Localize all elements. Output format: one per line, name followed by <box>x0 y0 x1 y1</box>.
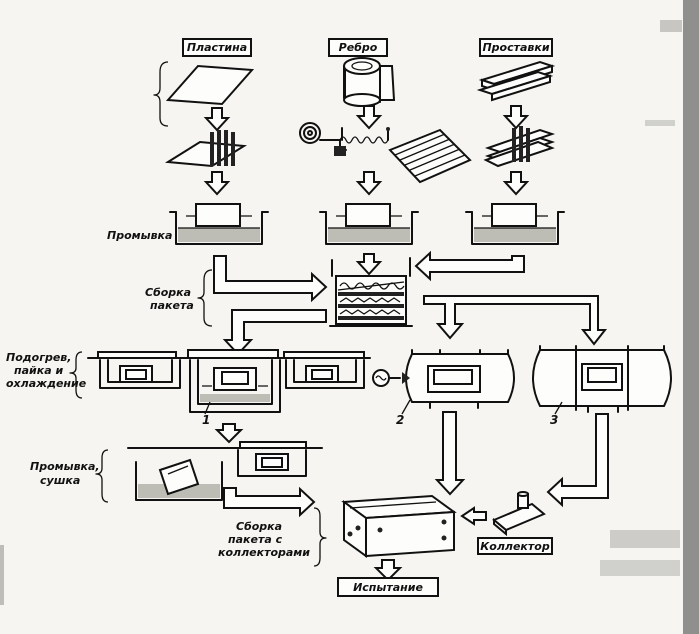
svg-text:Подогрев,: Подогрев, <box>6 351 71 364</box>
arrow-to-vacuum-furnaces <box>423 295 608 346</box>
arrow-furnace2-down <box>434 411 466 496</box>
svg-text:пакета: пакета <box>150 299 194 312</box>
preheat-furnace <box>97 351 181 389</box>
label-fin: Ребро <box>328 38 388 57</box>
plate-sheet-icon <box>165 64 255 106</box>
arrow-to-testing <box>373 559 403 582</box>
svg-text:Проставки: Проставки <box>482 41 549 54</box>
arrow-to-assembly-top <box>355 253 383 276</box>
label-heating: Подогрев, пайка и охлаждение <box>6 351 87 390</box>
arrow-to-final-assembly <box>223 486 316 518</box>
svg-text:Ребро: Ребро <box>339 41 378 54</box>
arrow-to-assembly-left <box>213 255 328 303</box>
arrows-down-row2 <box>203 171 530 196</box>
label-number-3: 3 <box>550 413 558 427</box>
svg-text:Сборка: Сборка <box>236 520 282 533</box>
collector-icon <box>492 491 546 537</box>
arrow-to-furnace-1 <box>222 309 327 356</box>
label-collector: Коллектор <box>477 537 553 555</box>
svg-text:Сборка: Сборка <box>145 286 191 299</box>
arrows-down-row1 <box>203 105 530 132</box>
label-spacers: Проставки <box>479 38 553 57</box>
svg-text:коллекторами: коллекторами <box>218 546 310 559</box>
leader-line-1 <box>204 401 211 415</box>
vacuum-furnace-3 <box>532 345 672 413</box>
washing-tank-final <box>135 458 223 501</box>
fin-roll-icon <box>343 57 396 107</box>
arrow-furnace3-to-collector <box>546 413 609 508</box>
fin-forming-icon <box>299 122 390 156</box>
svg-text:Промывка,: Промывка, <box>30 460 100 473</box>
washing-tank-2 <box>319 203 419 245</box>
drying-chamber <box>237 441 307 477</box>
label-number-1: 1 <box>202 413 210 427</box>
plate-cutter-icon <box>164 130 248 168</box>
svg-text:пакета с: пакета с <box>228 533 283 546</box>
svg-text:Испытание: Испытание <box>353 581 423 594</box>
label-number-2: 2 <box>396 413 404 427</box>
spacer-bars-icon <box>476 60 556 102</box>
arrow-collector-to-box <box>460 506 487 526</box>
label-washing-drying: Промывка, сушка <box>30 460 100 487</box>
arrow-to-assembly-right <box>414 250 525 282</box>
label-washing: Промывка <box>107 229 172 242</box>
cooling-furnace <box>283 351 365 389</box>
brace-heating <box>69 351 83 399</box>
svg-text:сушка: сушка <box>40 474 80 487</box>
svg-text:пайка и: пайка и <box>14 364 63 377</box>
brace-final-assembly <box>313 507 327 567</box>
brace-washing-drying <box>95 449 109 503</box>
vacuum-furnace-2 <box>372 349 515 409</box>
spacer-cutter-icon <box>483 126 556 168</box>
soldering-furnace-1 <box>187 349 281 413</box>
leader-line-2 <box>401 399 411 415</box>
svg-text:Коллектор: Коллектор <box>480 540 550 553</box>
label-assembly: Сборка пакета <box>145 286 194 312</box>
label-testing: Испытание <box>337 577 439 597</box>
svg-text:Пластина: Пластина <box>187 41 247 54</box>
heat-exchanger-assembled <box>341 494 457 558</box>
brace-assembly <box>197 269 213 327</box>
brace-materials <box>153 61 169 127</box>
assembly-stack-icon <box>329 257 413 327</box>
label-assembly-collectors: Сборка пакета с коллекторами <box>218 520 310 559</box>
leader-line-3 <box>554 401 563 415</box>
label-plate: Пластина <box>182 38 252 57</box>
washing-tank-3 <box>465 203 565 245</box>
svg-text:охлаждение: охлаждение <box>6 377 87 390</box>
arrow-to-washing-drying <box>214 423 244 444</box>
washing-tank-1 <box>169 203 269 245</box>
corrugated-fin-icon <box>388 128 472 184</box>
